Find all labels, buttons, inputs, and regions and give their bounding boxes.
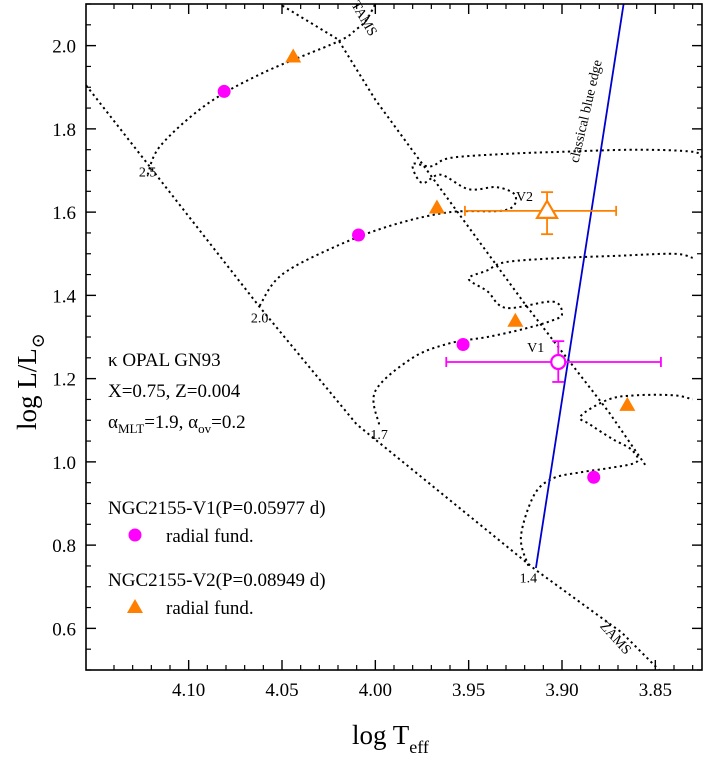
ov-subscript: ov [198, 421, 212, 436]
mass-label: 2.5 [139, 166, 157, 181]
model-point-circle [352, 228, 366, 242]
legend-label-v2: radial fund. [166, 598, 254, 619]
legend-title-v1: NGC2155-V1(P=0.05977 d) [108, 498, 326, 519]
line-label: classical blue edge [567, 59, 605, 165]
evolutionary-track-2 [258, 148, 702, 307]
evolutionary-track-1 [146, 4, 377, 176]
model-markers [217, 48, 636, 484]
x-tick-label: 4.00 [359, 680, 392, 701]
x-tick-label: 3.90 [545, 680, 578, 701]
y-tick-label: 1.0 [52, 453, 76, 474]
observed-label: V1 [527, 341, 544, 356]
y-tick-label: 0.8 [52, 536, 76, 557]
model-point-triangle [507, 312, 524, 327]
observed-star-V1: V1 [445, 340, 662, 383]
evolutionary-track-4 [519, 393, 693, 567]
observed-label: V2 [516, 190, 533, 205]
y-axis-title-main: log L/L [12, 348, 42, 430]
model-point-triangle [619, 396, 636, 411]
model-info-line3-end: =0.2 [211, 412, 245, 433]
y-tick-label: 1.6 [52, 203, 76, 224]
model-info-line3: αMLT=1.9, αov=0.2 [108, 412, 246, 436]
axis-ticks: 4.10 4.05 4.00 3.95 3.90 3.85 0.6 0.8 1.0 1.2 1.4 1… [52, 3, 702, 701]
model-point-triangle [285, 48, 302, 63]
x-axis-title-main: log T [352, 720, 410, 750]
model-info: κ OPAL GN93 X=0.75, Z=0.004 αMLT=1.9, αo… [108, 350, 246, 436]
legend-title-v2: NGC2155-V2(P=0.08949 d) [108, 570, 326, 591]
classical-blue-edge-line [535, 4, 625, 569]
evolutionary-track-3 [372, 252, 693, 425]
model-point-circle [217, 84, 231, 98]
y-axis-title-sub: ⊙ [28, 333, 48, 348]
x-tick-label: 4.10 [172, 680, 205, 701]
x-axis-title-sub: eff [409, 737, 429, 757]
model-point-circle [456, 337, 470, 351]
model-info-line3-mid: =1.9, α [144, 412, 198, 433]
y-tick-label: 1.4 [52, 286, 76, 307]
legend-marker-triangle [127, 599, 143, 613]
legend: NGC2155-V1(P=0.05977 d) radial fund. NGC… [108, 498, 326, 619]
model-curves [86, 4, 702, 670]
mlt-subscript: MLT [118, 421, 144, 436]
mass-label: 1.7 [370, 428, 388, 443]
model-info-line1: κ OPAL GN93 [108, 350, 221, 371]
x-tick-label: 4.05 [265, 680, 298, 701]
x-axis-title: log Teff [352, 720, 429, 757]
y-tick-label: 0.6 [52, 619, 76, 640]
observed-star-V2: V2 [464, 190, 618, 236]
y-tick-label: 1.2 [52, 370, 76, 391]
model-info-line2: X=0.75, Z=0.004 [108, 381, 241, 402]
y-tick-label: 2.0 [52, 37, 76, 58]
observed-marker-triangle [535, 198, 559, 219]
legend-label-v1: radial fund. [166, 526, 254, 547]
y-tick-label: 1.8 [52, 120, 76, 141]
model-point-circle [587, 470, 601, 484]
model-point-triangle [428, 199, 445, 214]
y-axis-title: log L/L⊙ [12, 333, 48, 430]
mass-label: 1.4 [520, 572, 538, 587]
x-tick-label: 3.95 [452, 680, 485, 701]
mass-label: 2.0 [251, 311, 269, 326]
observed-marker-circle [550, 353, 567, 371]
alpha-symbol: α [108, 412, 118, 433]
x-tick-label: 3.85 [639, 680, 672, 701]
legend-marker-circle [128, 528, 142, 542]
zams-line [86, 84, 660, 670]
